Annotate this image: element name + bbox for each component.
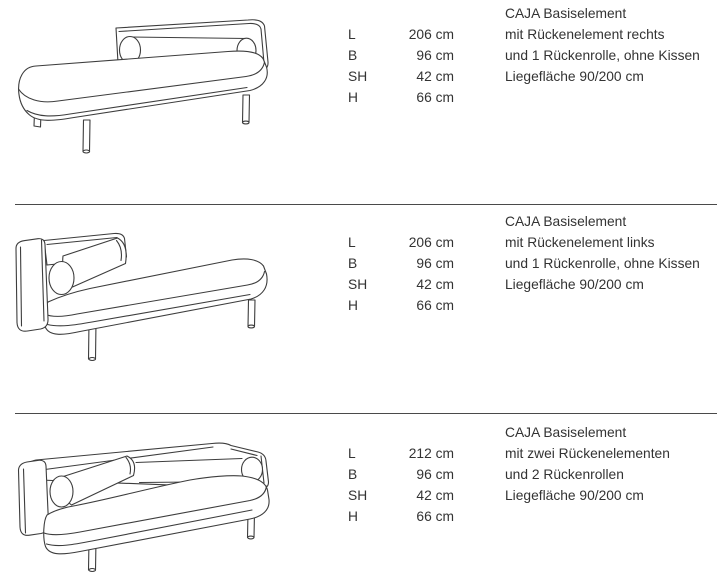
dim-label: B bbox=[348, 466, 358, 482]
dim-label: SH bbox=[348, 68, 368, 84]
product-title: CAJA Basiselement bbox=[505, 213, 627, 229]
dimension-row: SH 42 cm bbox=[348, 66, 454, 87]
dim-label: SH bbox=[348, 487, 368, 503]
product-desc-line: und 2 Rückenrollen bbox=[505, 466, 624, 482]
section-divider bbox=[15, 413, 717, 415]
dimension-row: L 212 cm bbox=[348, 443, 454, 464]
dimension-table: L 206 cm B 96 cm SH 42 cm H 66 cm bbox=[348, 24, 454, 108]
dim-label: H bbox=[348, 89, 358, 105]
dimension-row: H 66 cm bbox=[348, 506, 454, 527]
dim-label: L bbox=[348, 234, 356, 250]
product-desc-line: und 1 Rückenrolle, ohne Kissen bbox=[505, 255, 700, 271]
dim-value: 42 cm bbox=[416, 487, 454, 503]
dim-value: 42 cm bbox=[416, 68, 454, 84]
daybed-backrest-left-drawing bbox=[0, 210, 330, 385]
product-info: CAJA Basiselement mit Rückenelement link… bbox=[505, 211, 717, 295]
product-desc-line: Liegefläche 90/200 cm bbox=[505, 487, 644, 503]
dimension-table: L 206 cm B 96 cm SH 42 cm H 66 cm bbox=[348, 232, 454, 316]
product-info: CAJA Basiselement mit Rückenelement rech… bbox=[505, 3, 717, 87]
dim-label: B bbox=[348, 255, 358, 271]
daybed-backrest-right-drawing bbox=[0, 0, 330, 204]
product-info: CAJA Basiselement mit zwei Rückenelement… bbox=[505, 422, 717, 506]
dim-label: B bbox=[348, 47, 358, 63]
dim-value: 96 cm bbox=[416, 47, 454, 63]
dimension-row: B 96 cm bbox=[348, 464, 454, 485]
product-title: CAJA Basiselement bbox=[505, 5, 627, 21]
product-desc-line: Liegefläche 90/200 cm bbox=[505, 276, 644, 292]
dim-value: 66 cm bbox=[416, 508, 454, 524]
dim-label: H bbox=[348, 297, 358, 313]
dim-label: L bbox=[348, 445, 356, 461]
product-desc-line: Liegefläche 90/200 cm bbox=[505, 68, 644, 84]
dimension-row: H 66 cm bbox=[348, 295, 454, 316]
dim-value: 66 cm bbox=[416, 297, 454, 313]
dim-value: 96 cm bbox=[416, 255, 454, 271]
dim-value: 66 cm bbox=[416, 89, 454, 105]
dim-value: 206 cm bbox=[408, 234, 454, 250]
section-divider bbox=[15, 204, 717, 206]
dimension-row: SH 42 cm bbox=[348, 485, 454, 506]
dimension-row: H 66 cm bbox=[348, 87, 454, 108]
dim-label: L bbox=[348, 26, 356, 42]
dimension-table: L 212 cm B 96 cm SH 42 cm H 66 cm bbox=[348, 443, 454, 527]
dim-value: 96 cm bbox=[416, 466, 454, 482]
dimension-row: SH 42 cm bbox=[348, 274, 454, 295]
dimension-row: B 96 cm bbox=[348, 45, 454, 66]
dim-label: H bbox=[348, 508, 358, 524]
dimension-row: L 206 cm bbox=[348, 24, 454, 45]
dim-value: 42 cm bbox=[416, 276, 454, 292]
dimension-row: L 206 cm bbox=[348, 232, 454, 253]
product-desc-line: und 1 Rückenrolle, ohne Kissen bbox=[505, 47, 700, 63]
dim-value: 212 cm bbox=[408, 445, 454, 461]
product-title: CAJA Basiselement bbox=[505, 424, 627, 440]
product-desc-line: mit Rückenelement rechts bbox=[505, 26, 665, 42]
sofa-two-backrests-drawing bbox=[0, 420, 330, 587]
dimension-row: B 96 cm bbox=[348, 253, 454, 274]
dim-value: 206 cm bbox=[408, 26, 454, 42]
product-desc-line: mit Rückenelement links bbox=[505, 234, 655, 250]
product-desc-line: mit zwei Rückenelementen bbox=[505, 445, 670, 461]
dim-label: SH bbox=[348, 276, 368, 292]
